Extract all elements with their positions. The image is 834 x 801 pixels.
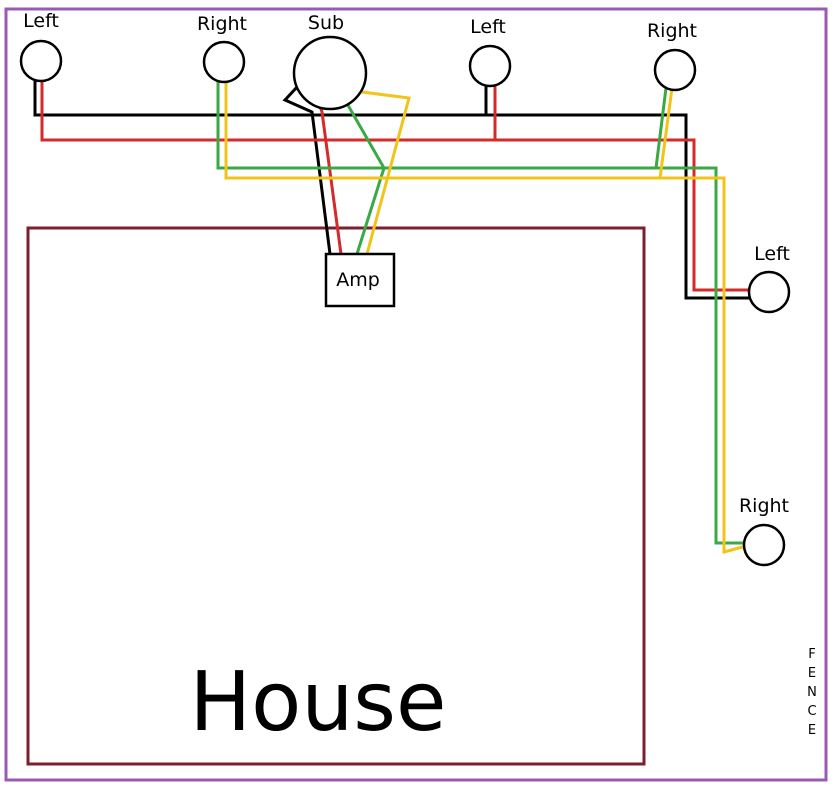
label-top-right-2: Right [647, 20, 697, 42]
amp-label: Amp [336, 269, 380, 291]
wire-yellow-right2 [658, 87, 674, 179]
wire-black-main [33, 80, 752, 300]
subwoofer [292, 35, 368, 111]
wire-green-amp [343, 99, 386, 255]
fence-letter-5: E [808, 723, 816, 738]
label-sub: Sub [308, 12, 344, 34]
fence-letter-1: F [808, 647, 815, 662]
speaker-side-right [742, 523, 786, 567]
wire-yellow-amp [361, 90, 411, 255]
amp-box [324, 252, 396, 308]
wire-green-main [216, 80, 748, 545]
fence-letter-4: C [807, 704, 816, 719]
speaker-side-left [747, 270, 791, 314]
label-top-left-1: Left [23, 10, 59, 32]
label-side-right: Right [739, 495, 789, 517]
label-top-right-1: Right [197, 13, 247, 35]
wire-yellow-main [224, 80, 747, 554]
fence-boundary [4, 7, 828, 782]
fence-letter-3: N [807, 685, 817, 700]
wire-red-main [40, 80, 752, 292]
wire-green-right2 [654, 87, 668, 169]
label-side-left: Left [754, 243, 790, 265]
speaker-top-left-1 [19, 39, 63, 83]
speaker-top-right-2 [653, 48, 697, 92]
fence-letter-2: E [808, 666, 816, 681]
speaker-top-left-2 [468, 44, 512, 88]
house-label: House [190, 655, 447, 750]
speaker-top-right-1 [202, 40, 246, 84]
label-top-left-2: Left [470, 16, 506, 38]
house-outline [26, 226, 646, 766]
wire-black-amp [282, 84, 332, 255]
